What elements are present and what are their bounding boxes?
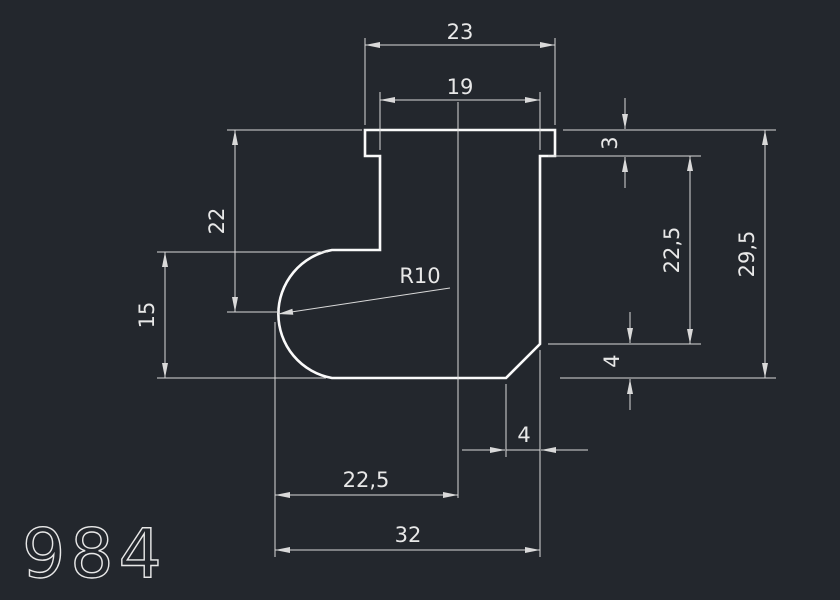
overall-height-label: 29,5 <box>735 231 759 278</box>
chamfer-width-label: 4 <box>517 423 530 447</box>
dimension-right-body-height: 22,5 <box>660 156 693 344</box>
lip-height-label: 3 <box>598 136 622 149</box>
body-width-label: 19 <box>447 75 474 99</box>
overall-width-label: 32 <box>395 523 422 547</box>
dimension-left-lower-height: 15 <box>135 252 168 378</box>
bottom-left-to-center-label: 22,5 <box>343 468 390 492</box>
dimension-body-width: 19 <box>380 75 540 103</box>
dimension-bottom-left-to-center: 22,5 <box>275 468 458 498</box>
part-geometry <box>277 128 557 380</box>
dimension-overall-width: 32 <box>275 523 540 553</box>
flange-width-label: 23 <box>447 20 474 44</box>
dimension-flange-width: 23 <box>365 20 555 48</box>
fillet-radius-label: R10 <box>399 264 440 288</box>
dimension-chamfer-height: 4 <box>600 312 633 410</box>
dimension-left-upper-height: 22 <box>205 130 238 312</box>
part-number: 984 <box>22 515 167 594</box>
right-body-height-label: 22,5 <box>660 227 684 274</box>
extension-lines <box>157 38 776 557</box>
dimension-lip-height: 3 <box>598 98 628 188</box>
dimension-fillet-radius: R10 <box>277 264 451 315</box>
leader-line <box>277 287 451 315</box>
left-lower-height-label: 15 <box>135 302 159 329</box>
part-outline <box>277 128 557 380</box>
chamfer-height-label: 4 <box>600 354 624 367</box>
dimension-overall-height: 29,5 <box>735 130 768 378</box>
dimension-chamfer-width: 4 <box>462 423 588 453</box>
left-upper-height-label: 22 <box>205 208 229 235</box>
